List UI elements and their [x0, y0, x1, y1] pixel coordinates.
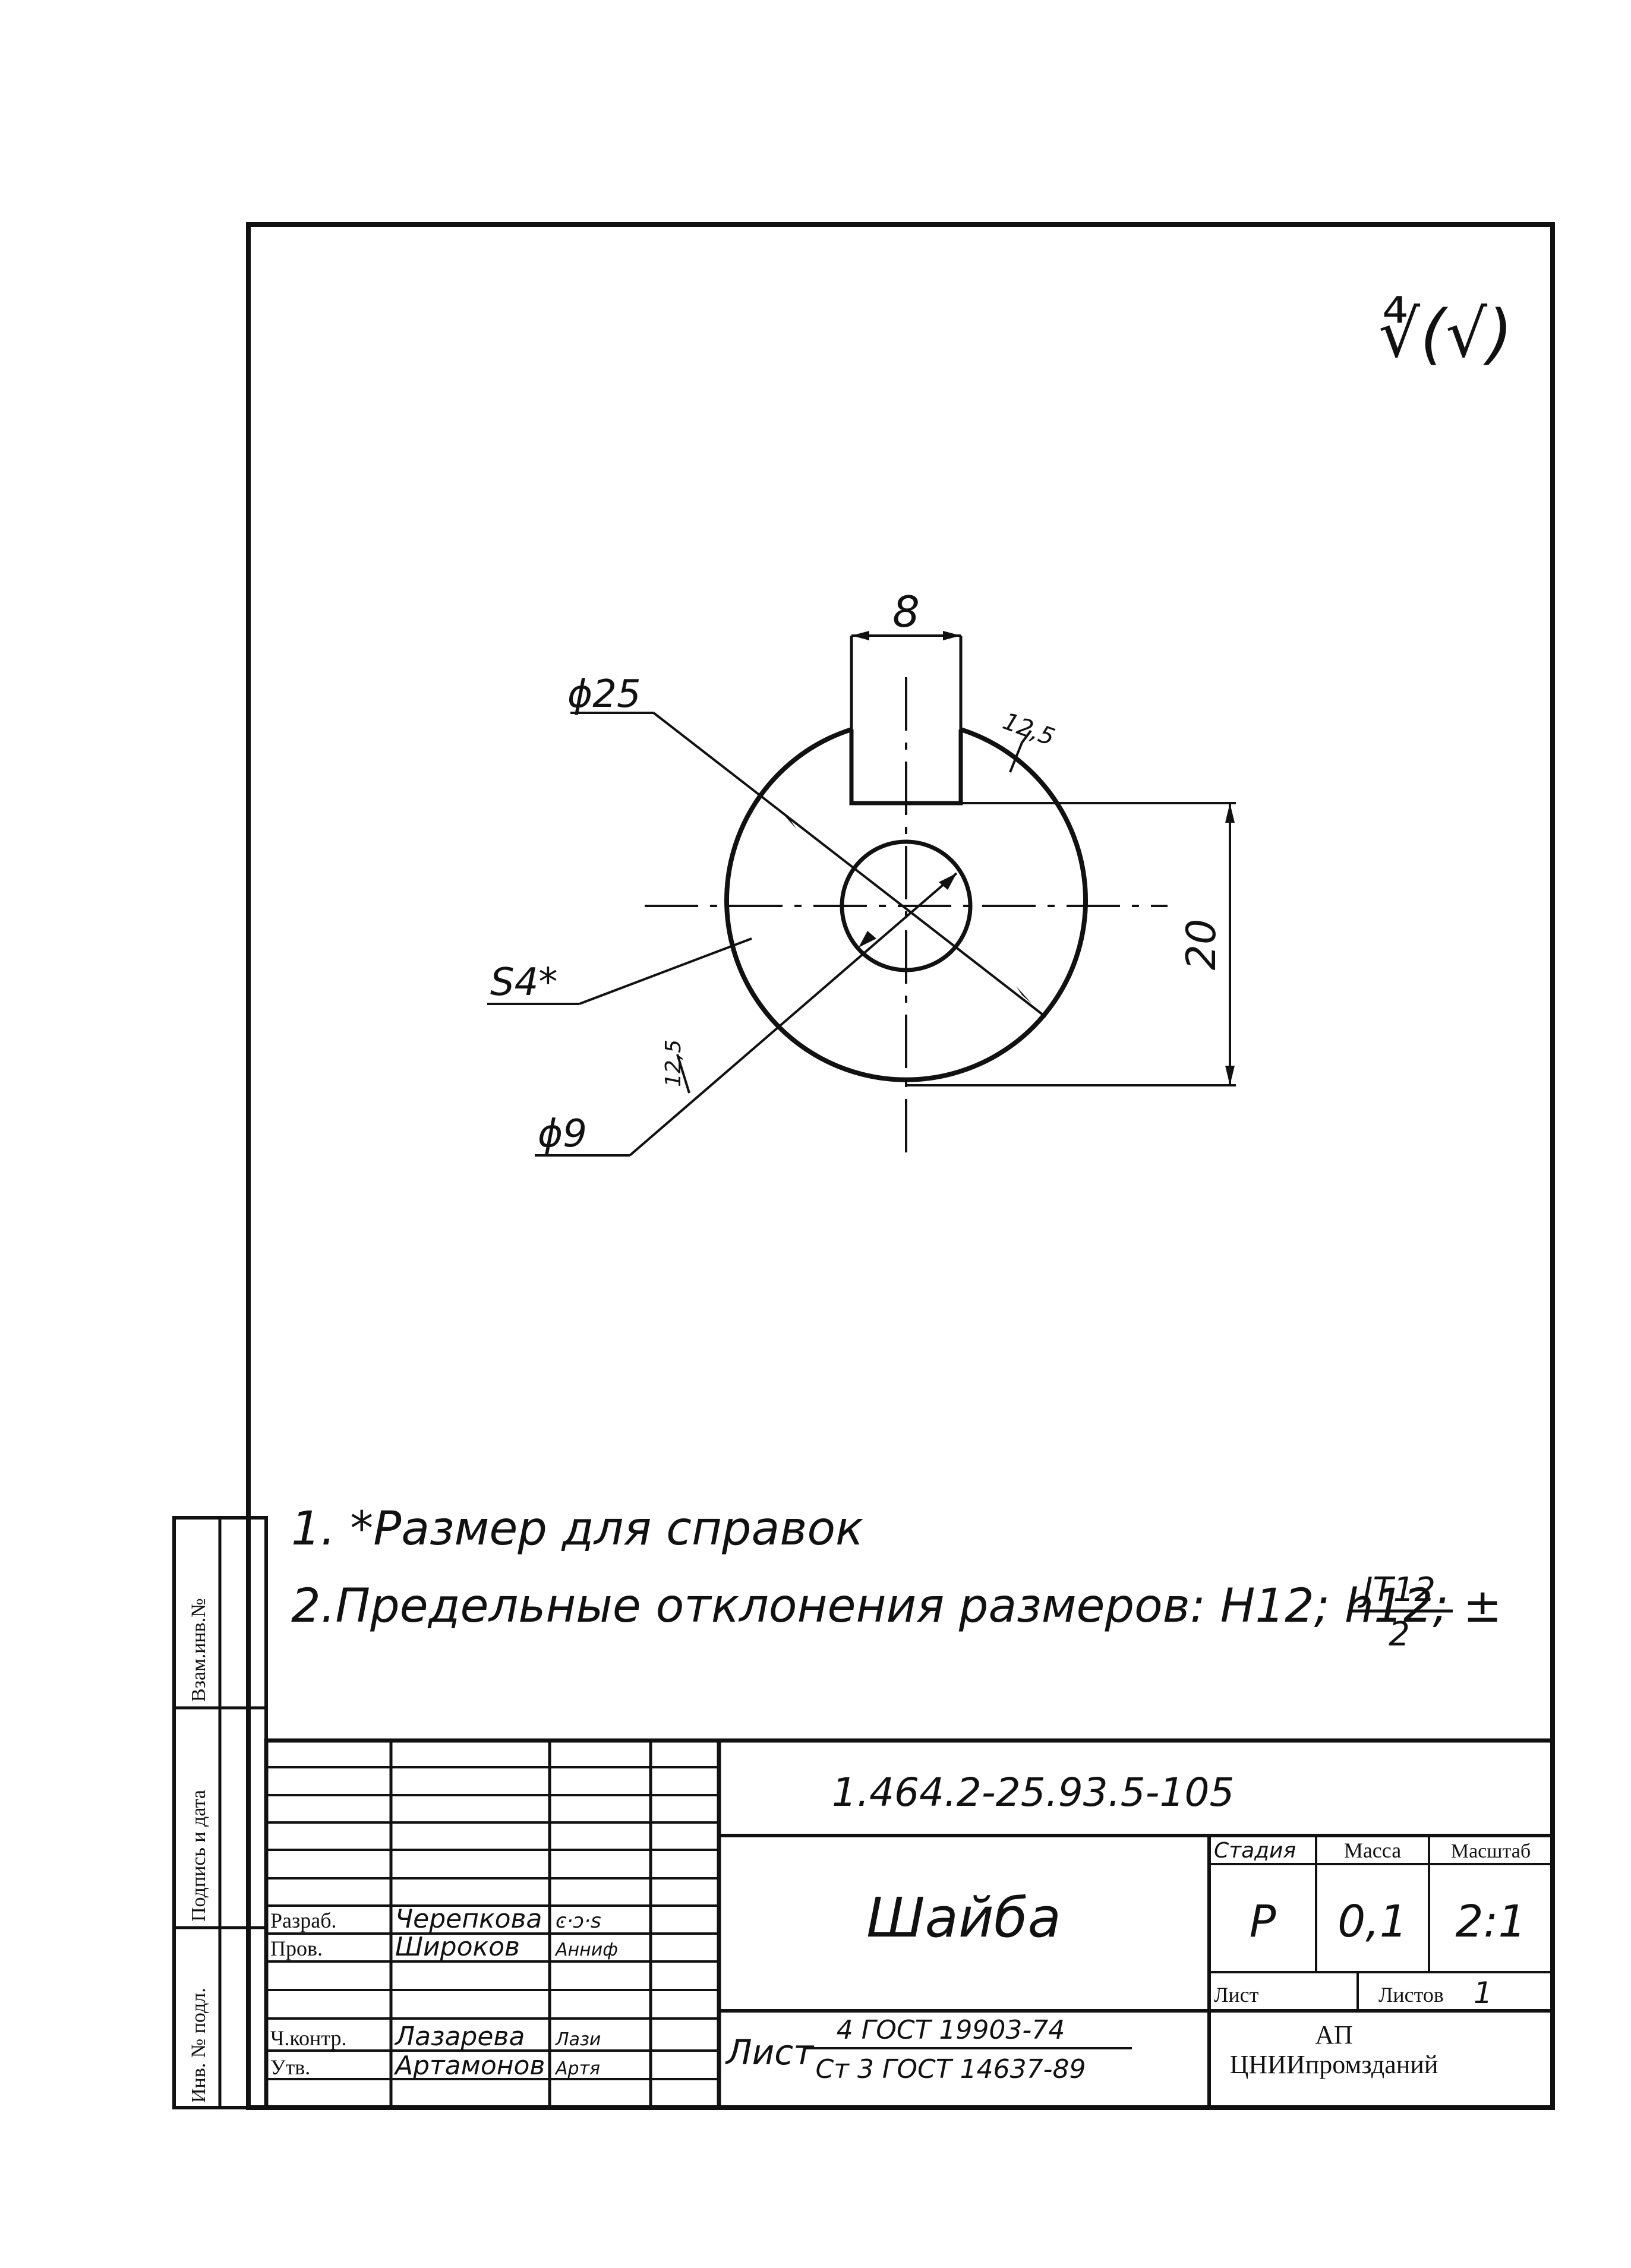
- side-stamp: Взам.инв.№ Подпись и дата Инв. № подл.: [172, 1516, 268, 2109]
- dim-inner-roughness: 12,5: [661, 1040, 686, 1087]
- inner-hole: [840, 839, 973, 972]
- note-fraction-denominator: 2: [1389, 1615, 1410, 1654]
- side-stamp-vzam: Взам.инв.№: [188, 1598, 210, 1702]
- note-2: 2.Предельные отклонения размеров: H12; h…: [291, 1580, 1502, 1633]
- role-label: Утв.: [270, 2055, 310, 2079]
- dim-outer-diameter: ϕ25: [567, 672, 641, 716]
- material-bottom: Ст 3 ГОСТ 14637-89: [816, 2054, 1086, 2084]
- drawing-designation: 1.464.2-25.93.5-105: [832, 1770, 1234, 1815]
- side-stamp-podpis: Подпись и дата: [188, 1790, 210, 1922]
- role-name: Широков: [395, 1932, 520, 1962]
- header-stage: Стадия: [1214, 1839, 1296, 1863]
- role-signature: Лази: [555, 2029, 601, 2050]
- dim-inner-diameter: ϕ9: [538, 1112, 587, 1156]
- material-prefix: Лист: [725, 2032, 815, 2073]
- washer-drawing: [487, 631, 1236, 1164]
- role-name: Артамонов: [393, 2051, 545, 2081]
- dim-height: 20: [1178, 919, 1225, 971]
- side-stamp-inv: Инв. № подл.: [188, 1988, 210, 2103]
- role-signature: Артя: [554, 2058, 600, 2079]
- role-signature: Анниф: [554, 1940, 618, 1960]
- sheet-label: Лист: [1214, 1983, 1259, 2007]
- role-label: Пров.: [270, 1937, 323, 1960]
- note-fraction-numerator: JT12: [1357, 1571, 1436, 1609]
- org-line-1: АП: [1315, 2020, 1353, 2049]
- header-scale: Масштаб: [1451, 1840, 1531, 1862]
- material-top: 4 ГОСТ 19903-74: [837, 2015, 1065, 2045]
- org-line-2: ЦНИИпромзданий: [1230, 2050, 1438, 2079]
- sheets-value: 1: [1474, 1976, 1493, 2010]
- sheet-frame: [246, 222, 1555, 2110]
- note-1: 1. *Размер для справок: [291, 1502, 863, 1556]
- dim-slot-width: 8: [892, 587, 920, 637]
- title-block: [264, 1738, 1555, 2110]
- header-mass: Масса: [1344, 1839, 1401, 1862]
- roughness-mark: ∜(√): [1378, 296, 1513, 372]
- value-scale: 2:1: [1455, 1896, 1526, 1947]
- slot-outline: [849, 729, 963, 806]
- sheets-label: Листов: [1378, 1983, 1444, 2007]
- dim-roughness-top: 12,5: [999, 707, 1058, 751]
- role-name: Лазарева: [394, 2021, 525, 2052]
- part-name: Шайба: [866, 1886, 1061, 1950]
- outer-circle: [724, 727, 1088, 1082]
- role-label: Ч.контр.: [270, 2026, 347, 2050]
- role-label: Разраб.: [270, 1909, 337, 1932]
- value-stage: Р: [1250, 1896, 1276, 1947]
- value-mass: 0,1: [1337, 1896, 1408, 1947]
- role-signature: ͼ·ↄ·s: [556, 1909, 601, 1933]
- role-name: Черепкова: [395, 1904, 542, 1934]
- dim-thickness: S4*: [490, 961, 557, 1005]
